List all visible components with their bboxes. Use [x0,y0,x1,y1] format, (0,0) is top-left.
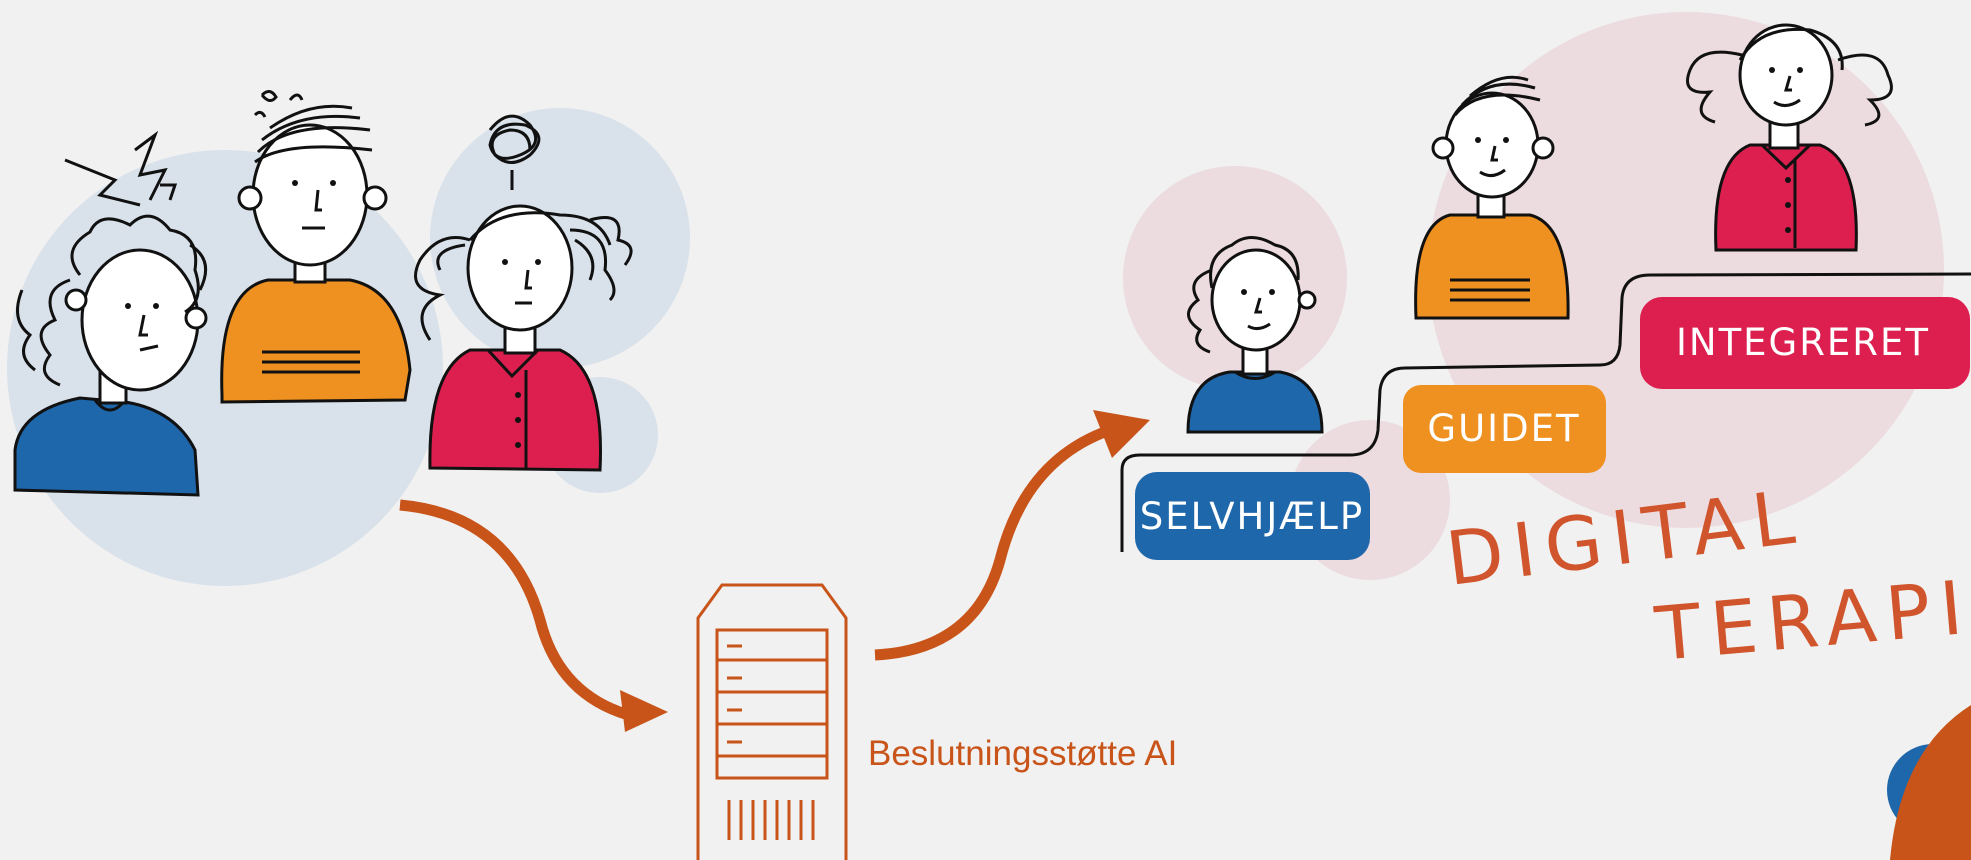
arrow-left-to-server [399,499,642,724]
stressed-person-blue [13,130,208,497]
staircase-line [1120,272,1971,552]
step-integreret: INTEGRERET [1640,297,1970,389]
arrow-server-to-therapy [874,424,1112,661]
calm-person-red [1686,23,1893,252]
step-selvhjaelp-badge [1135,472,1370,560]
server-label: Beslutningsstøtte AI [868,734,1178,773]
corner-decoration-orange [1890,705,1971,860]
arrow-head-server-to-therapy [1093,410,1150,458]
heading-terapi: TERAPI [1651,565,1971,678]
calm-person-orange [1414,75,1570,320]
arrow-head-left-to-server [620,690,668,732]
stressed-person-red [414,114,633,472]
step-integreret-label: INTEGRERET [1676,321,1930,364]
left-group [7,90,690,586]
step-guidet-label: GUIDET [1427,407,1580,450]
server-icon [696,583,848,860]
stressed-person-orange [220,90,412,404]
step-integreret-badge [1640,297,1970,389]
step-selvhjaelp: SELVHJÆLP [1135,472,1370,560]
right-group: SELVHJÆLP GUIDET INTEGRERET DIGITAL TERA… [1120,12,1971,860]
step-selvhjaelp-label: SELVHJÆLP [1140,495,1364,538]
step-guidet-badge [1403,385,1606,473]
calm-person-blue [1186,236,1324,434]
step-guidet: GUIDET [1403,385,1606,473]
